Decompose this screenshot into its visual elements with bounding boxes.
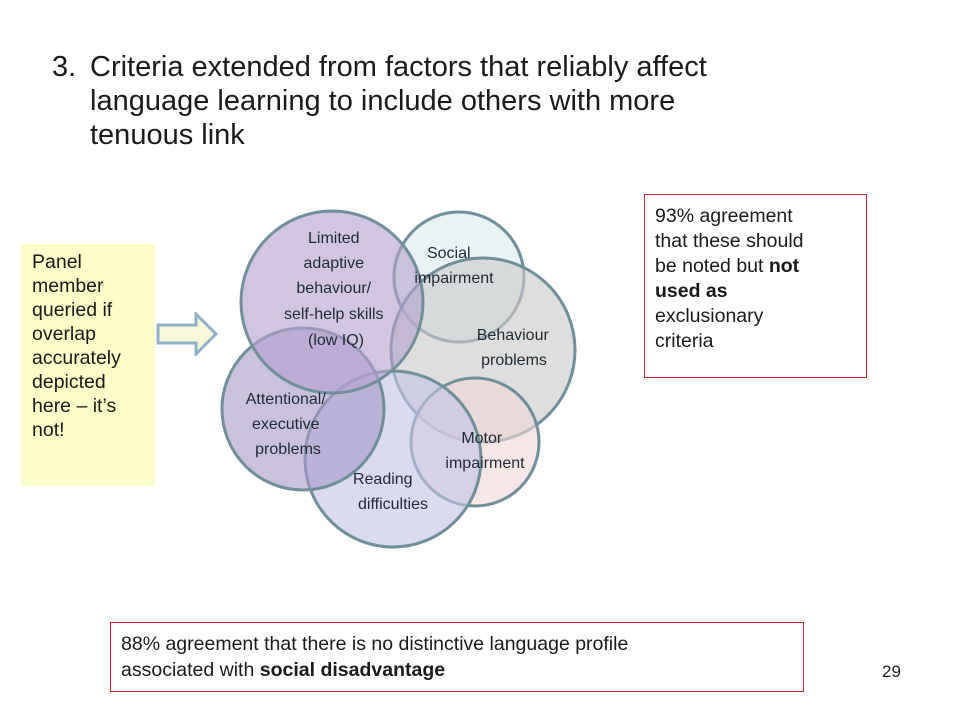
panel-note: Panel member queried if overlap accurate… <box>21 244 155 486</box>
agreement-line: exclusionary <box>655 305 764 327</box>
slide-title: 3. Criteria extended from factors that re… <box>52 50 812 152</box>
right-arrow-icon <box>156 312 218 356</box>
title-line-1: Criteria extended from factors that reli… <box>90 51 707 83</box>
title-number: 3. <box>52 51 77 83</box>
overlap-diagram: Limited adaptive behaviour/ self-help sk… <box>220 209 577 549</box>
page-number: 29 <box>882 662 901 681</box>
panel-note-line: Panel <box>32 251 82 273</box>
circle-limited-adaptive <box>239 209 425 395</box>
bottom-line-1: 88% agreement that there is no distincti… <box>121 633 629 655</box>
label-motor: Motor impairment <box>445 430 525 472</box>
agreement-line: criteria <box>655 330 714 352</box>
agreement-line: that these should <box>655 230 804 252</box>
title-line-2: language learning to include others with… <box>90 85 676 117</box>
panel-note-line: not! <box>32 419 65 441</box>
agreement-line: used as <box>655 280 728 302</box>
panel-note-line: overlap <box>32 323 96 345</box>
social-disadvantage-box: 88% agreement that there is no distincti… <box>110 622 804 692</box>
agreement-line: be noted but not <box>655 255 800 277</box>
label-attentional: Attentional/ executive problems <box>246 391 331 458</box>
panel-note-line: here – it’s <box>32 395 117 417</box>
label-reading: Reading difficulties <box>353 471 428 513</box>
label-social: Social impairment <box>414 245 494 287</box>
label-limited-adaptive: Limited adaptive behaviour/ self-help sk… <box>284 230 388 349</box>
agreement-box: 93% agreement that these should be noted… <box>644 194 867 378</box>
agreement-line: 93% agreement <box>655 205 793 227</box>
label-behaviour: Behaviour problems <box>477 327 554 369</box>
panel-note-line: depicted <box>32 371 106 393</box>
panel-note-line: member <box>32 275 104 297</box>
title-line-3: tenuous link <box>90 119 245 151</box>
panel-note-line: accurately <box>32 347 121 369</box>
panel-note-line: queried if <box>32 299 113 321</box>
bottom-line-2: associated with social disadvantage <box>121 659 446 681</box>
